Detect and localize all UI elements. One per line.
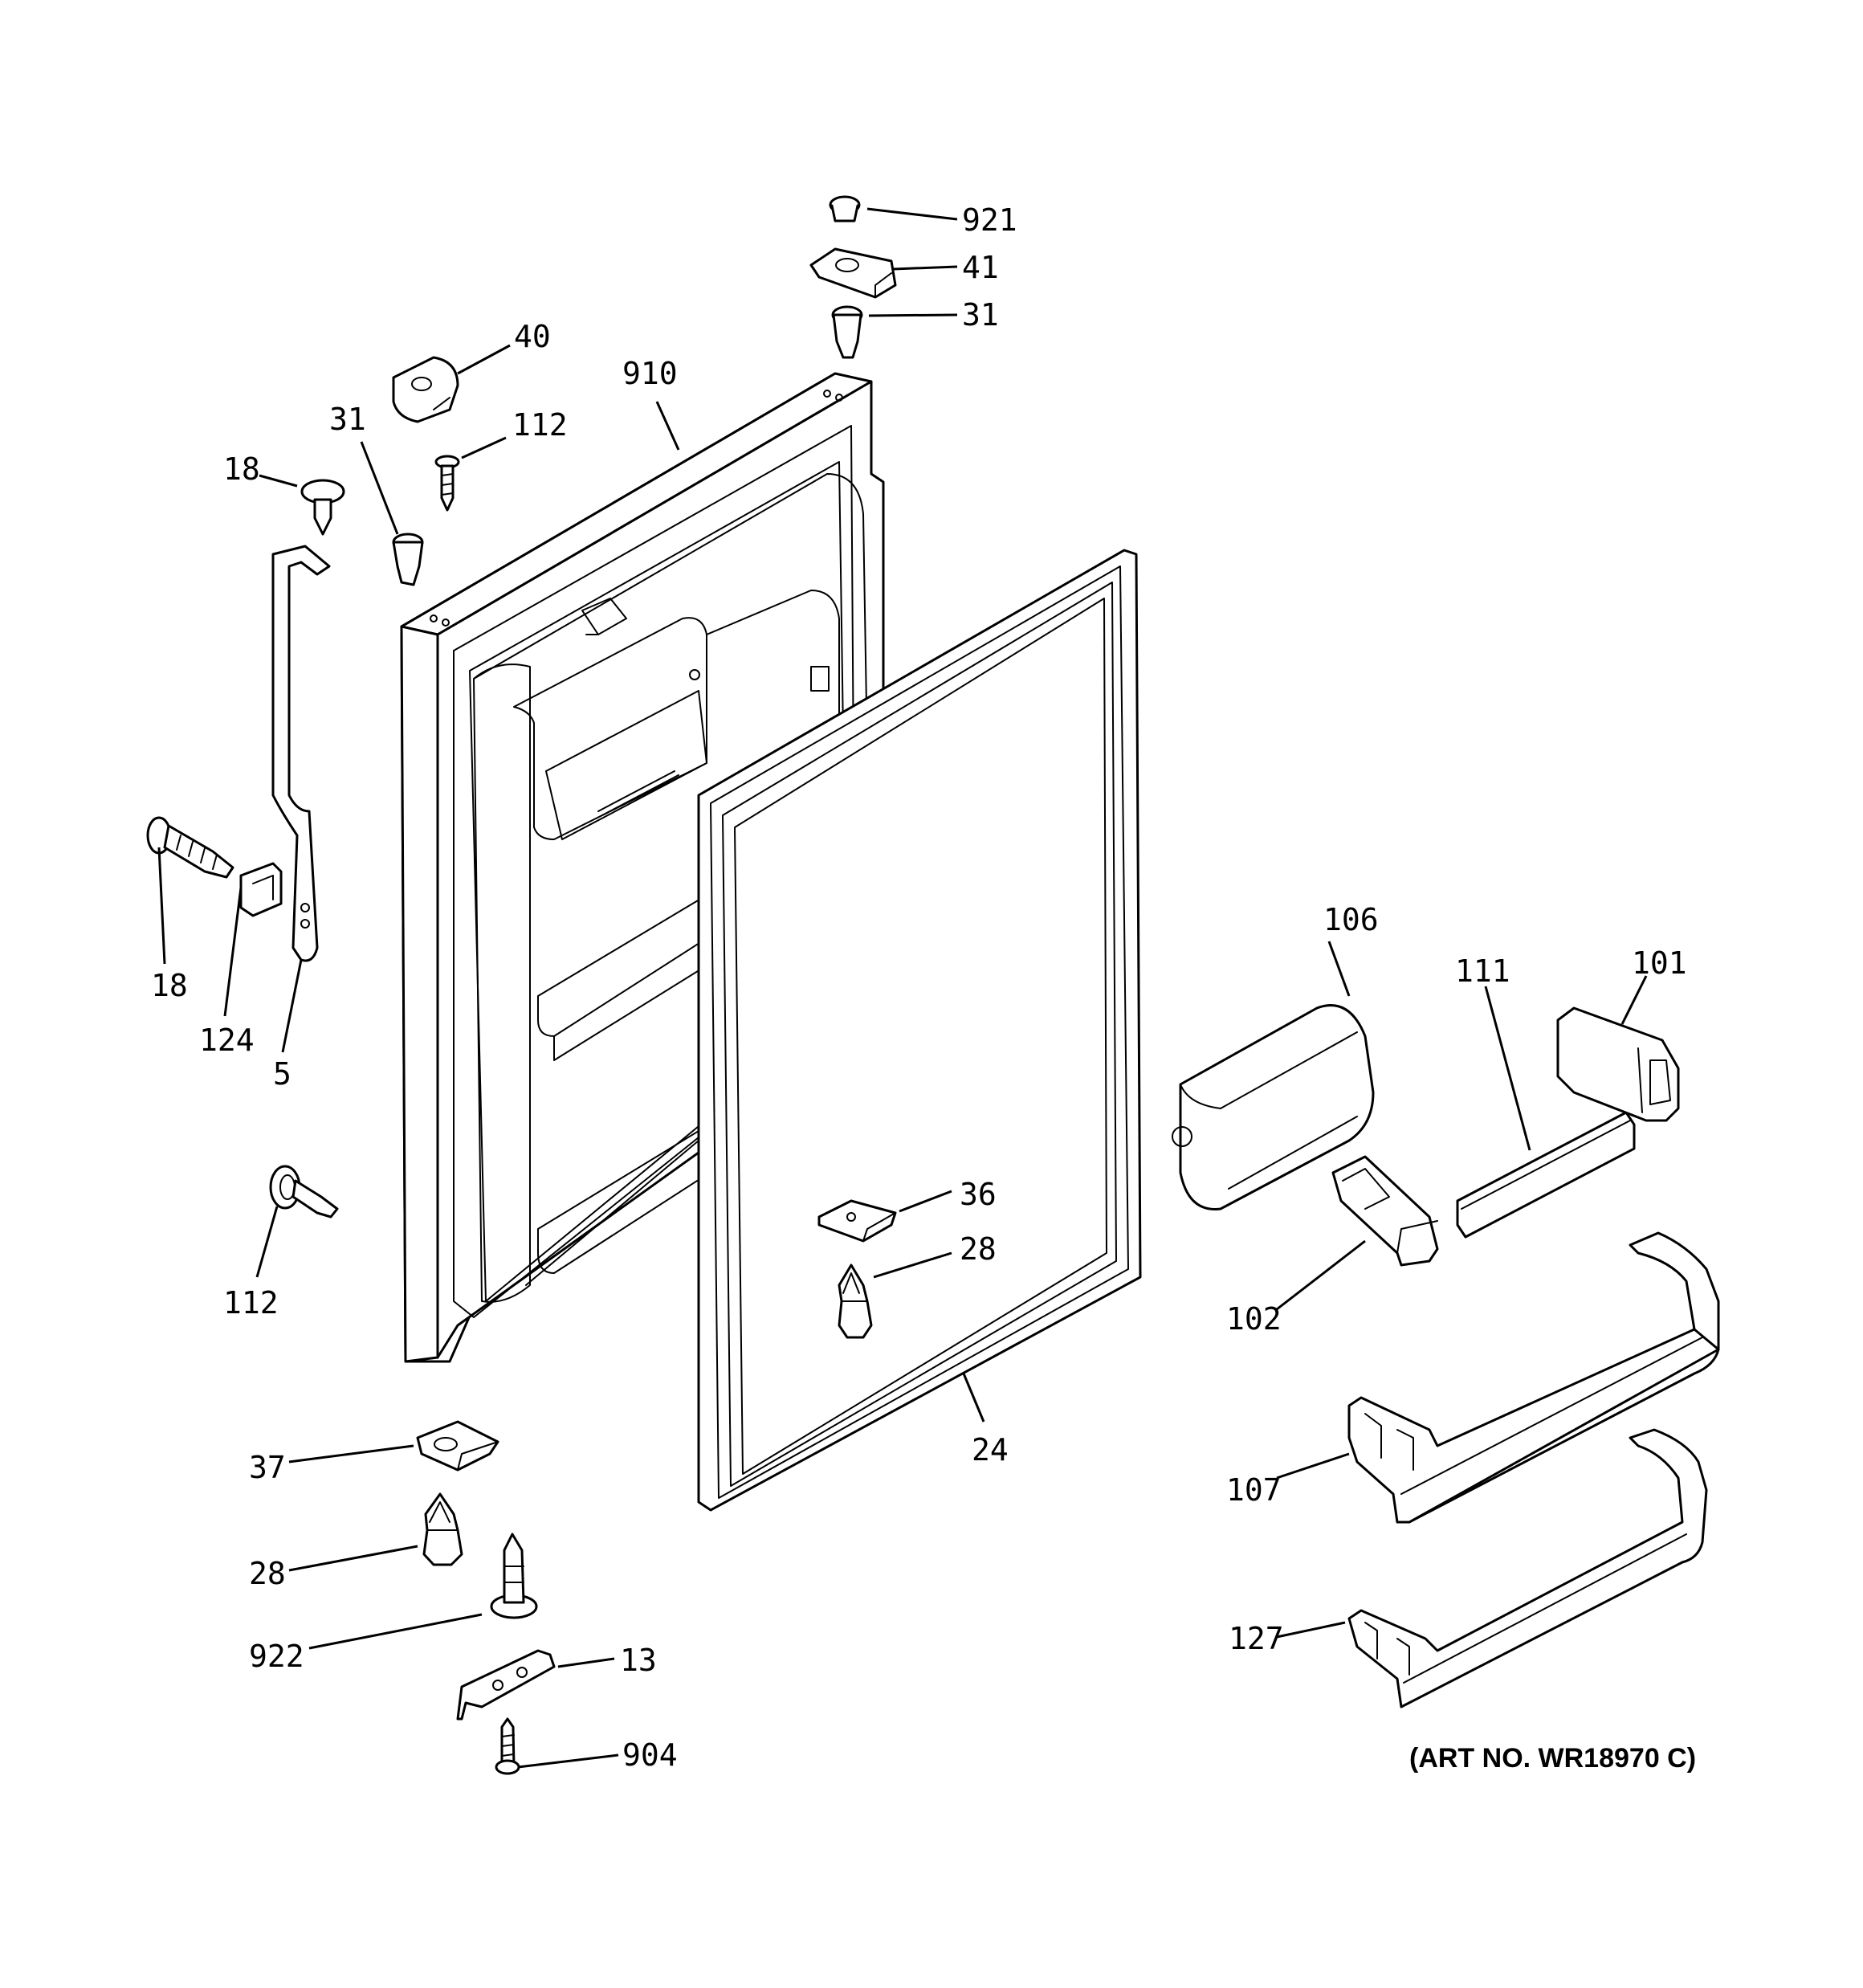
callout-41: 41 xyxy=(962,250,999,285)
hinge-plate-37 xyxy=(416,1420,499,1472)
callout-13: 13 xyxy=(620,1643,657,1678)
dairy-door-106 xyxy=(1172,1004,1375,1210)
clip-124 xyxy=(239,862,283,917)
bushing-31-left xyxy=(392,533,424,586)
screw-18-left xyxy=(146,816,234,879)
screw-904 xyxy=(495,1717,520,1775)
callout-904: 904 xyxy=(622,1737,678,1773)
callout-28-center: 28 xyxy=(960,1231,997,1267)
callout-37: 37 xyxy=(249,1450,286,1485)
callout-922: 922 xyxy=(249,1639,304,1674)
callout-124: 124 xyxy=(199,1023,255,1058)
handle-5 xyxy=(271,545,331,962)
callout-127: 127 xyxy=(1229,1621,1284,1656)
door-bin-107 xyxy=(1347,1328,1720,1524)
hinge-plate-36 xyxy=(817,1199,897,1243)
callout-111: 111 xyxy=(1455,953,1510,989)
hinge-cover-40 xyxy=(392,356,459,423)
callout-112-top: 112 xyxy=(512,407,568,443)
dairy-bracket-101 xyxy=(1556,1006,1680,1122)
dairy-bracket-102 xyxy=(1331,1155,1439,1267)
callout-101: 101 xyxy=(1632,945,1687,981)
callout-31-left: 31 xyxy=(329,402,366,437)
callout-112-bottom: 112 xyxy=(223,1285,279,1321)
hinge-13 xyxy=(456,1649,556,1721)
callout-40: 40 xyxy=(514,319,551,354)
art-number: (ART NO. WR18970 C) xyxy=(1409,1743,1696,1774)
hinge-cover-41 xyxy=(809,247,897,299)
screw-18-top xyxy=(300,479,345,536)
callout-36: 36 xyxy=(960,1177,997,1212)
hinge-pin-28-center xyxy=(838,1263,873,1339)
leader-lines xyxy=(157,207,1648,1769)
callout-18-left: 18 xyxy=(151,968,188,1003)
hinge-pin-28-bottom xyxy=(422,1492,463,1566)
door-gasket-24 xyxy=(697,549,1142,1512)
bushing-31-top xyxy=(831,305,863,359)
callout-910: 910 xyxy=(622,356,678,391)
callout-24: 24 xyxy=(972,1432,1009,1468)
screw-112-bottom xyxy=(269,1165,339,1219)
screw-112-top xyxy=(434,455,460,512)
callout-28-bottom: 28 xyxy=(249,1556,286,1591)
dairy-hinge-rod-111 xyxy=(1456,1111,1636,1239)
callout-107: 107 xyxy=(1226,1472,1282,1508)
door-bin-127 xyxy=(1347,1428,1708,1708)
callout-921: 921 xyxy=(962,202,1017,238)
callout-102: 102 xyxy=(1226,1301,1282,1337)
fresh-food-door-910 xyxy=(400,372,885,1363)
callout-31-top: 31 xyxy=(962,297,999,333)
callout-labels: 921 41 31 40 910 31 112 18 18 124 5 112 … xyxy=(151,202,1696,1774)
callout-5: 5 xyxy=(273,1056,291,1092)
callout-106: 106 xyxy=(1323,902,1379,937)
plug-921 xyxy=(829,195,861,222)
pin-922 xyxy=(490,1533,538,1619)
callout-18-top: 18 xyxy=(223,451,260,487)
